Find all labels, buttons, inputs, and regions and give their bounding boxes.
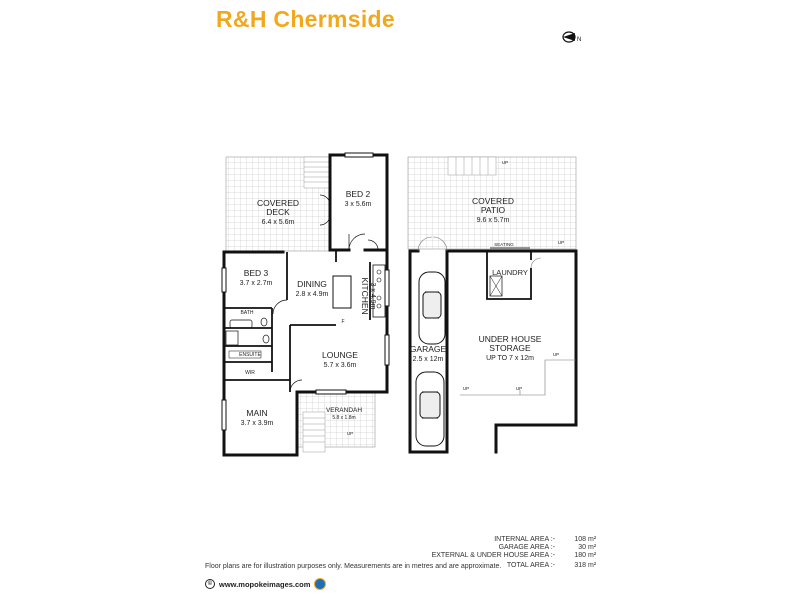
up-marker-storage-3: UP	[516, 386, 522, 391]
room-label-verandah: VERANDAH	[326, 407, 362, 414]
room-size-bed3: 3.7 x 2.7m	[240, 280, 273, 287]
area-value: 108	[574, 536, 586, 543]
room-label-covered-patio: COVERED	[472, 196, 514, 206]
deck-stairs	[303, 156, 331, 189]
fridge-marker: F	[341, 319, 344, 325]
north-letter: N	[577, 37, 581, 43]
room-size-covered-deck: 6.4 x 5.6m	[262, 219, 295, 226]
right-plan-walls	[408, 249, 578, 454]
room-label-covered-patio-2: PATIO	[481, 205, 506, 215]
bath-tub	[229, 319, 253, 329]
area-name: EXTERNAL & UNDER HOUSE AREA :-	[431, 552, 555, 559]
area-value: 180	[574, 552, 586, 559]
north-arrow-icon: N	[562, 31, 581, 43]
area-unit: m²	[588, 536, 597, 543]
area-unit: m²	[588, 562, 597, 569]
room-size-kitchen: 3 x 4.9m	[369, 283, 376, 310]
room-size-lounge: 5.7 x 3.6m	[324, 362, 357, 369]
room-label-garage: GARAGE	[410, 344, 447, 354]
room-label-lounge: LOUNGE	[322, 350, 358, 360]
room-label-ensuite: ENSUITE	[239, 352, 261, 358]
room-label-storage-2: STORAGE	[489, 343, 531, 353]
copyright-icon: ©	[205, 579, 215, 589]
kitchen-island	[332, 275, 352, 309]
area-unit: m²	[588, 552, 597, 559]
up-marker-verandah: UP	[347, 431, 353, 436]
ensuite-shower	[225, 330, 239, 346]
area-row-garage: GARAGE AREA :- 30 m²	[430, 544, 606, 552]
room-size-dining: 2.8 x 4.9m	[296, 291, 329, 298]
room-size-verandah: 5.8 x 1.8m	[332, 415, 355, 421]
area-value: 318	[574, 562, 586, 569]
area-unit: m²	[588, 544, 597, 551]
car-top	[418, 271, 446, 345]
room-label-laundry: LAUNDRY	[492, 268, 528, 277]
page-title: R&H Chermside	[216, 6, 395, 32]
room-size-garage: 2.5 x 12m	[413, 356, 444, 363]
room-label-kitchen: KITCHEN	[360, 277, 370, 314]
seating-label: SEATING	[494, 242, 514, 247]
room-label-storage: UNDER HOUSE	[479, 334, 542, 344]
area-row-external: EXTERNAL & UNDER HOUSE AREA :- 180 m²	[430, 552, 606, 560]
area-row-total: TOTAL AREA :- 318 m²	[430, 562, 606, 570]
area-name: GARAGE AREA :-	[498, 544, 555, 551]
room-label-main: MAIN	[246, 408, 267, 418]
website-footer: © www.mopokeimages.com	[205, 578, 327, 590]
up-marker-storage: UP	[553, 352, 559, 357]
car-bottom	[415, 371, 445, 447]
left-plan-interior-walls	[224, 250, 371, 392]
room-label-bed2: BED 2	[346, 189, 371, 199]
room-size-storage: UP TO 7 x 12m	[486, 355, 534, 362]
mopoke-logo-icon	[314, 578, 327, 590]
room-label-wir: WIR	[245, 370, 255, 376]
kitchen-bench	[372, 264, 386, 318]
room-label-bath: BATH	[241, 310, 254, 316]
room-label-covered-deck-2: DECK	[266, 207, 290, 217]
up-marker-storage-2: UP	[463, 386, 469, 391]
website-link[interactable]: www.mopokeimages.com	[219, 579, 311, 589]
room-size-bed2: 3 x 5.6m	[345, 201, 372, 208]
room-size-covered-patio: 9.6 x 5.7m	[477, 217, 510, 224]
disclaimer: Floor plans are for illustration purpose…	[205, 563, 502, 570]
area-value: 30	[578, 544, 586, 551]
up-marker-patio-2: UP	[558, 240, 564, 245]
area-name: TOTAL AREA :-	[506, 562, 555, 569]
up-marker-patio: UP	[502, 160, 508, 165]
room-label-covered-deck: COVERED	[257, 198, 299, 208]
room-label-bed3: BED 3	[244, 268, 269, 278]
area-name: INTERNAL AREA :-	[494, 536, 555, 543]
room-size-main: 3.7 x 3.9m	[241, 420, 274, 427]
room-label-dining: DINING	[297, 279, 327, 289]
area-summary: INTERNAL AREA :- 108 m² GARAGE AREA :- 3…	[430, 536, 606, 570]
area-row-internal: INTERNAL AREA :- 108 m²	[430, 536, 606, 544]
